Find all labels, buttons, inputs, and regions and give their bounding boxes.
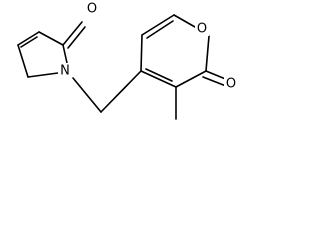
bond-carbonyl-c4 — [38, 31, 64, 46]
atom-nitrogen: N — [60, 64, 70, 79]
bond-c5-c6-double — [146, 20, 174, 39]
bond-c6-o — [173, 14, 196, 28]
bond-c2-o-double — [202, 76, 227, 87]
bond-carbonyl-o-double — [67, 26, 86, 49]
bond-c2-c3 — [175, 70, 207, 88]
molecule-drawing: O N O O — [17, 1, 238, 120]
bond-c3-c2 — [17, 44, 29, 78]
atom-oxygen-carbonyl: O — [226, 77, 236, 92]
bond-n-ch2 — [72, 77, 102, 113]
bond-c3-c4-double — [145, 68, 173, 82]
bond-c4-c5 — [140, 34, 143, 72]
bond-ch2-pyranone — [100, 70, 142, 113]
bond-o-c2 — [205, 35, 210, 72]
atom-oxygen-top: O — [87, 2, 97, 17]
bond-c3-c4 — [140, 70, 177, 88]
bond-c4-c3 — [17, 31, 40, 46]
bond-carbonyl-n — [62, 44, 68, 64]
atom-oxygen-ring: O — [197, 22, 207, 37]
pyranone-ring — [140, 14, 229, 120]
bond-carbonyl-o — [62, 21, 83, 46]
atom-labels: O N O O — [58, 1, 238, 92]
chemical-structure-diagram: O N O O — [0, 0, 248, 138]
bond-c4-c3-double — [20, 36, 38, 48]
bond-c5-c6 — [141, 14, 175, 36]
methylene-linker — [72, 70, 142, 113]
bond-c2-n — [27, 72, 59, 78]
pyrrolinone-ring — [17, 21, 86, 78]
